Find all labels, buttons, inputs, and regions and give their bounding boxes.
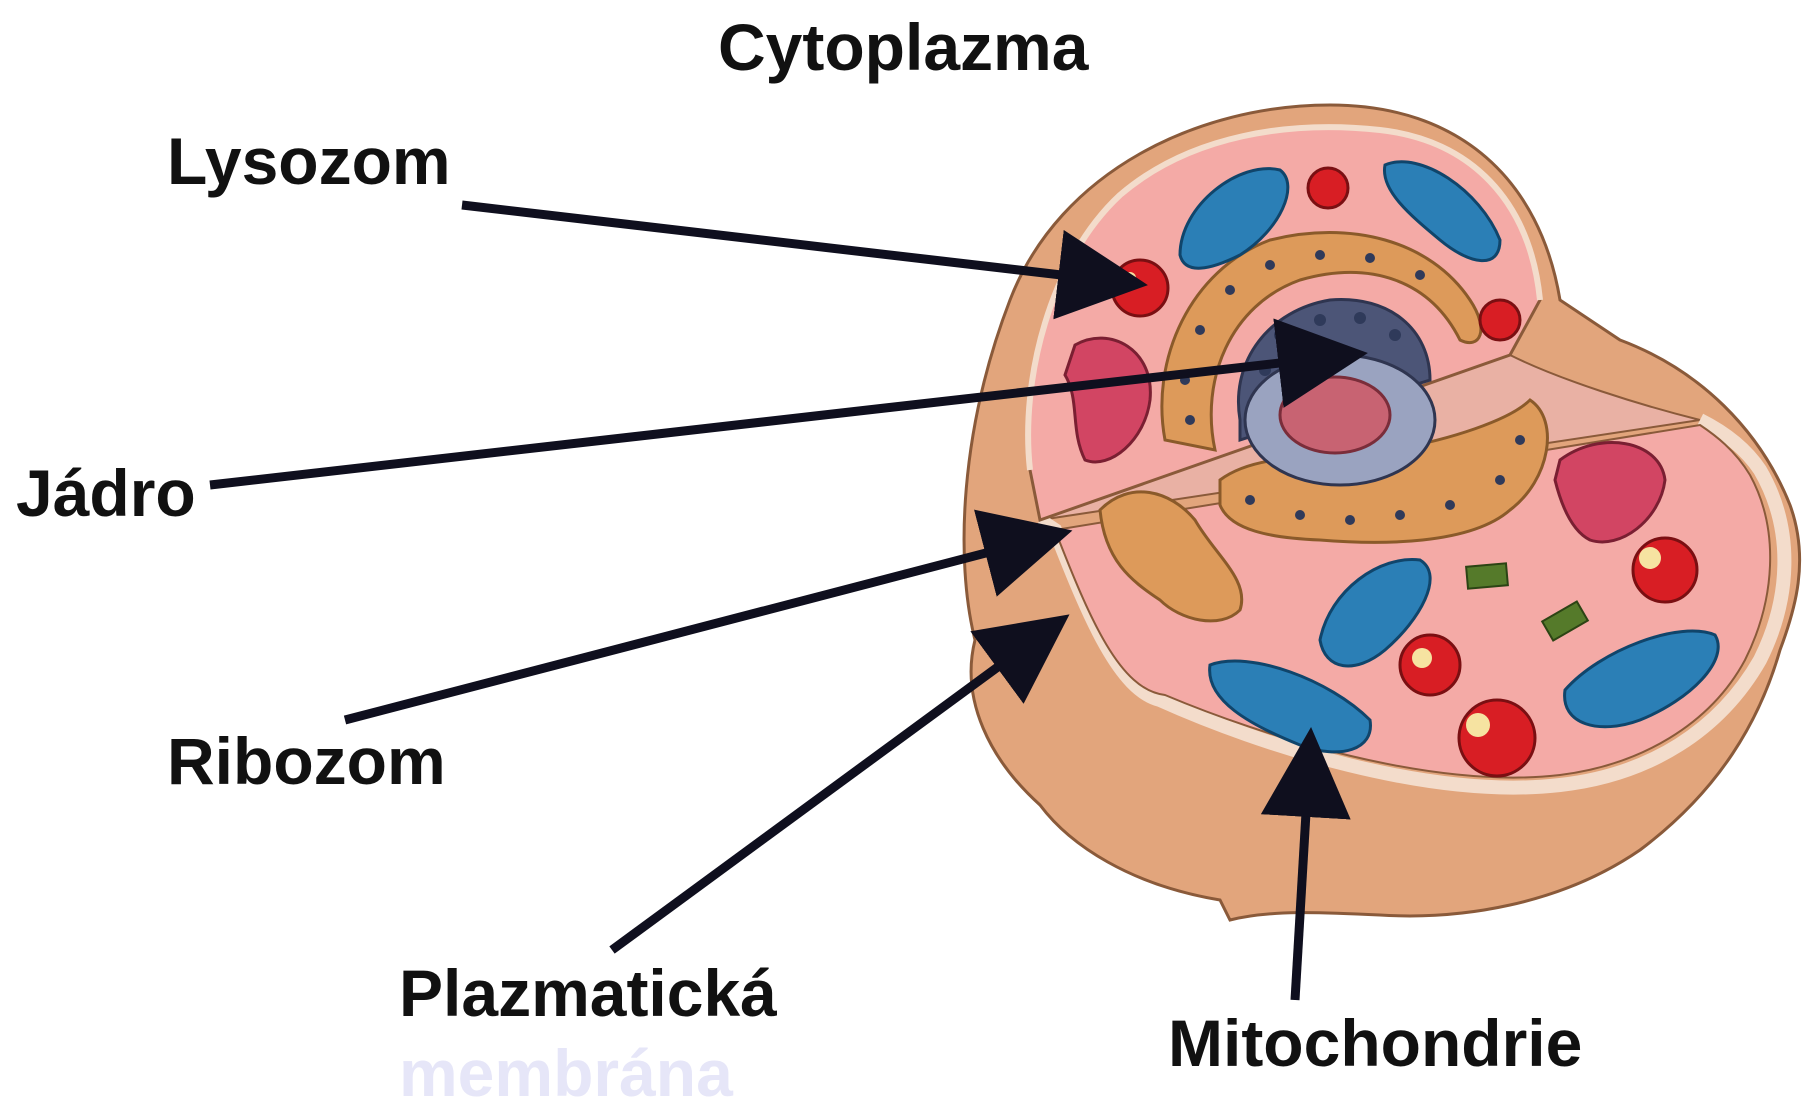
label-plasma-membrane-line1: Plazmatická <box>399 960 777 1026</box>
lysosome-1 <box>1112 260 1168 316</box>
label-nucleus: Jádro <box>16 460 196 526</box>
label-cytoplasm: Cytoplazma <box>718 14 1088 80</box>
arrow-plasma-membrane <box>612 625 1055 950</box>
lysosome-5 <box>1400 635 1460 695</box>
lysosome-3 <box>1480 300 1520 340</box>
lysosome-2 <box>1308 168 1348 208</box>
lysosome-6 <box>1459 700 1535 776</box>
lysosome-4 <box>1633 538 1697 602</box>
label-lysosome: Lysozom <box>167 128 451 194</box>
arrow-lysosome <box>462 205 1130 283</box>
arrow-ribosome <box>345 535 1055 720</box>
nucleolus <box>1280 377 1390 453</box>
label-plasma-membrane-line2: membrána <box>399 1040 733 1106</box>
label-ribosome: Ribozom <box>167 728 446 794</box>
centriole-1 <box>1466 563 1508 588</box>
label-mitochondria: Mitochondrie <box>1168 1010 1582 1076</box>
